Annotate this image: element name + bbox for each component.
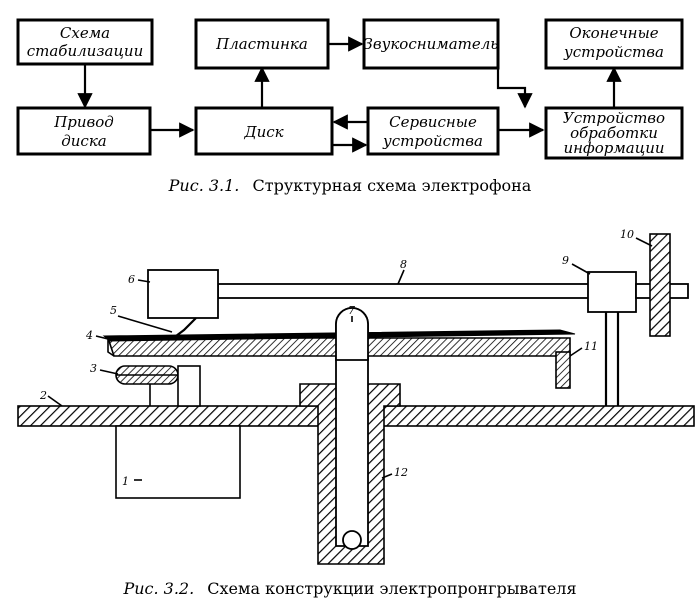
- callout-5: 5: [110, 304, 117, 317]
- figure-3-1-caption: Рис. 3.1. Структурная схема электрофона: [168, 176, 532, 195]
- callout-2: 2: [39, 389, 47, 402]
- block-service-line2: устройства: [382, 132, 483, 150]
- tonearm-pivot: [587, 271, 637, 313]
- arrow-pickup-to-processing: [496, 56, 533, 109]
- figure-3-1-block-diagram: Схема стабилизации Пластинка Звукоснимат…: [16, 18, 684, 195]
- block-stabilization: Схема стабилизации: [16, 18, 154, 66]
- counterweight: [649, 233, 671, 337]
- block-connections: [77, 36, 622, 153]
- figure-3-2-caption-label: Рис. 3.2.: [122, 579, 194, 598]
- figure-3-2-caption-text: Схема конструкции электропронгрывателя: [207, 579, 576, 598]
- block-pickup-label: Звукосниматель: [364, 35, 499, 53]
- idler-bracket: [177, 365, 201, 407]
- block-terminal: Оконечные устройства: [544, 18, 684, 70]
- motor-block: [115, 425, 241, 499]
- block-terminal-line1: Оконечные: [569, 24, 658, 42]
- callout-1: 1: [122, 475, 129, 488]
- callout-numbers: 1 2 3 4 5 6 7 8 9 10 11 12: [39, 228, 634, 488]
- block-plate-label: Пластинка: [215, 35, 308, 53]
- block-disc-label: Диск: [243, 123, 283, 141]
- pickup-head: [147, 269, 219, 319]
- callout-9: 9: [562, 254, 569, 267]
- block-stabilization-line2: стабилизации: [27, 42, 144, 60]
- pivot-post: [604, 312, 620, 406]
- block-service-line1: Сервисные: [389, 113, 477, 131]
- callout-8: 8: [400, 258, 407, 271]
- block-processing-line2: обработки: [570, 124, 658, 142]
- block-drive-line2: диска: [61, 132, 106, 150]
- platter-rim: [555, 351, 571, 389]
- block-drive-line1: Привод: [53, 113, 114, 131]
- block-drive: Привод диска: [16, 106, 152, 156]
- callout-10: 10: [620, 228, 634, 241]
- callout-4: 4: [85, 329, 93, 342]
- callout-12: 12: [394, 466, 408, 479]
- stylus: [175, 317, 197, 337]
- spindle-top: [335, 307, 369, 361]
- figure-3-2-caption: Рис. 3.2. Схема конструкции электропронг…: [122, 579, 576, 598]
- figure-3-2-construction-drawing: 1 2 3 4 5 6 7 8 9 10 11 12 Рис. 3.2. Схе…: [17, 228, 695, 598]
- callout-leaders: [47, 237, 653, 481]
- callout-3: 3: [90, 362, 97, 375]
- block-disc: Диск: [194, 106, 334, 156]
- callout-7: 7: [348, 304, 355, 317]
- block-processing: Устройство обработки информации: [544, 106, 684, 160]
- block-pickup: Звукосниматель: [362, 18, 500, 70]
- block-processing-line1: Устройство: [563, 109, 665, 127]
- callout-11: 11: [584, 340, 598, 353]
- block-stabilization-line1: Схема: [60, 24, 110, 42]
- tonearm: [217, 283, 591, 299]
- figure-3-1-caption-text: Структурная схема электрофона: [252, 176, 531, 195]
- block-processing-line3: информации: [563, 139, 664, 157]
- figure-3-1-caption-label: Рис. 3.1.: [168, 176, 240, 195]
- idler-wheel: [115, 365, 201, 407]
- callout-6: 6: [128, 273, 135, 286]
- block-service: Сервисные устройства: [366, 106, 500, 156]
- block-plate: Пластинка: [194, 18, 330, 70]
- block-terminal-line2: устройства: [563, 43, 664, 61]
